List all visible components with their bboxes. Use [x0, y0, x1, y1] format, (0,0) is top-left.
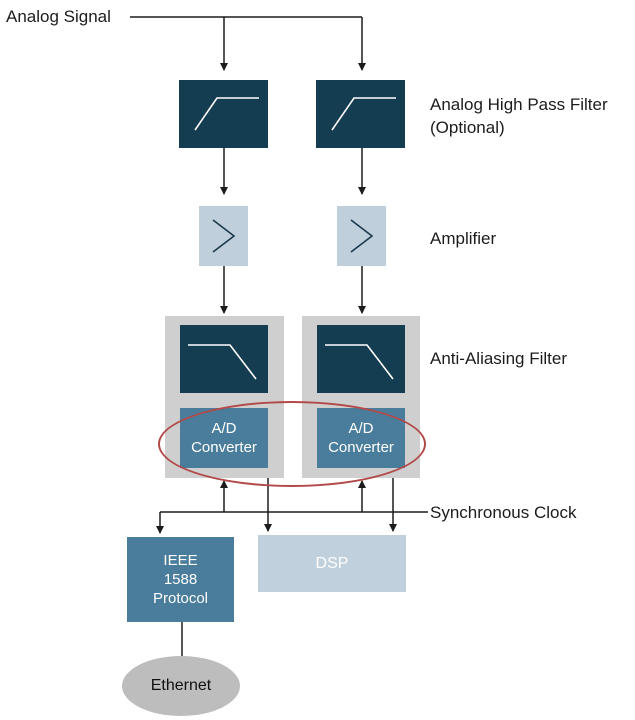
hpf-label-line2: (Optional)	[430, 118, 505, 137]
ieee-line2: 1588	[163, 571, 198, 588]
ieee-line1: IEEE	[163, 552, 198, 569]
hpf-label-line1: Analog High Pass Filter	[430, 95, 608, 114]
low-pass-curve-icon	[188, 344, 257, 380]
amplifier-label: Amplifier	[430, 229, 497, 248]
analog-signal-label: Analog Signal	[6, 7, 111, 26]
low-pass-filter-right	[317, 325, 405, 393]
amplifier-chevron-icon	[212, 219, 236, 253]
high-pass-filter-left	[179, 80, 268, 148]
high-pass-filter-right	[316, 80, 405, 148]
adc-highlight-ellipse	[158, 401, 426, 487]
sync-clock-label: Synchronous Clock	[430, 503, 577, 522]
amplifier-chevron-icon	[350, 219, 374, 253]
ieee-line3: Protocol	[152, 590, 209, 607]
high-pass-curve-icon	[194, 97, 259, 131]
dsp-label: DSP	[315, 554, 349, 572]
amplifier-right	[337, 206, 386, 266]
ethernet-node: Ethernet	[122, 656, 240, 716]
high-pass-curve-icon	[331, 97, 396, 131]
ieee-1588-block: IEEE 1588 Protocol	[127, 537, 234, 622]
anti-aliasing-label: Anti-Aliasing Filter	[430, 349, 567, 368]
dsp-block: DSP	[258, 535, 406, 592]
amplifier-left	[199, 206, 248, 266]
low-pass-curve-icon	[325, 344, 394, 380]
ethernet-label: Ethernet	[150, 677, 212, 694]
low-pass-filter-left	[180, 325, 268, 393]
